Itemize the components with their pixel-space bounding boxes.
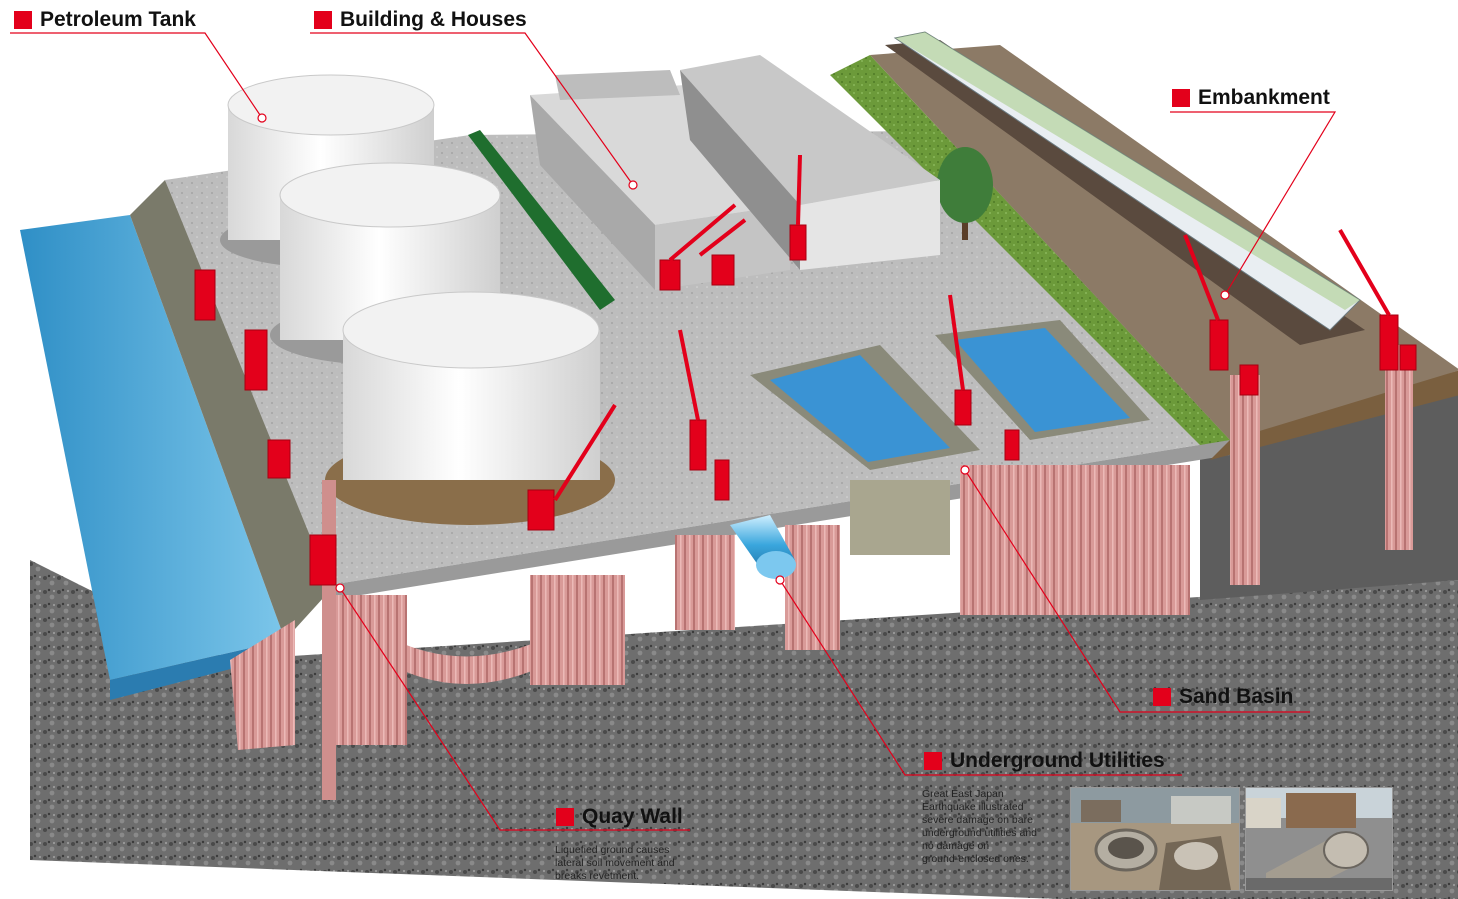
label-building-houses: Building & Houses xyxy=(314,8,527,32)
uplifted-manhole-illustration xyxy=(1246,788,1392,890)
pile-quay-front xyxy=(322,480,336,800)
sheet-pile-embankment-2 xyxy=(1385,345,1413,550)
red-square-icon xyxy=(1172,89,1190,107)
red-square-icon xyxy=(14,11,32,29)
red-square-icon xyxy=(556,808,574,826)
label-petroleum-tank: Petroleum Tank xyxy=(14,8,196,32)
sheet-pile-utility-left xyxy=(675,535,735,630)
damaged-manhole-illustration xyxy=(1071,788,1239,890)
label-quay-wall: Quay Wall xyxy=(556,805,683,829)
photo-damaged-utility-1 xyxy=(1070,787,1240,891)
sheet-pile-tank-ring-right xyxy=(530,575,625,685)
sheet-pile-sand-basin xyxy=(960,465,1190,615)
sand-basin-left xyxy=(750,345,980,470)
building-left xyxy=(530,70,790,290)
sea-water xyxy=(20,215,285,680)
red-square-icon xyxy=(1153,688,1171,706)
pile-driver-rigs xyxy=(194,154,1417,586)
note-quay-wall: Liquefied ground causes lateral soil mov… xyxy=(555,844,675,882)
callout-leader-lines xyxy=(10,32,1337,831)
sheet-pile-utility-right xyxy=(785,525,840,650)
underground-utility-pipe xyxy=(730,515,796,579)
label-underground-utilities: Underground Utilities xyxy=(924,749,1165,773)
basin-foundation xyxy=(850,480,950,555)
sheet-pile-tank-ring-front xyxy=(335,595,407,745)
building-warehouse xyxy=(680,55,940,270)
sheet-pile-quay-wall xyxy=(230,620,295,750)
red-square-icon xyxy=(314,11,332,29)
photo-damaged-utility-2 xyxy=(1245,787,1393,891)
label-embankment: Embankment xyxy=(1172,86,1330,110)
sand-basin-right xyxy=(935,320,1150,440)
train xyxy=(893,31,1361,331)
tree xyxy=(937,147,993,240)
hedge xyxy=(468,130,615,310)
label-sand-basin: Sand Basin xyxy=(1153,685,1293,709)
embankment-grass xyxy=(830,55,1230,445)
callout-leader-dots xyxy=(257,113,1230,593)
revetment-slope xyxy=(130,180,335,640)
red-square-icon xyxy=(924,752,942,770)
sheet-pile-embankment xyxy=(1230,375,1260,585)
note-underground-utilities: Great East Japan Earthquake illustrated … xyxy=(922,788,1037,865)
petroleum-tank-3 xyxy=(325,291,615,525)
